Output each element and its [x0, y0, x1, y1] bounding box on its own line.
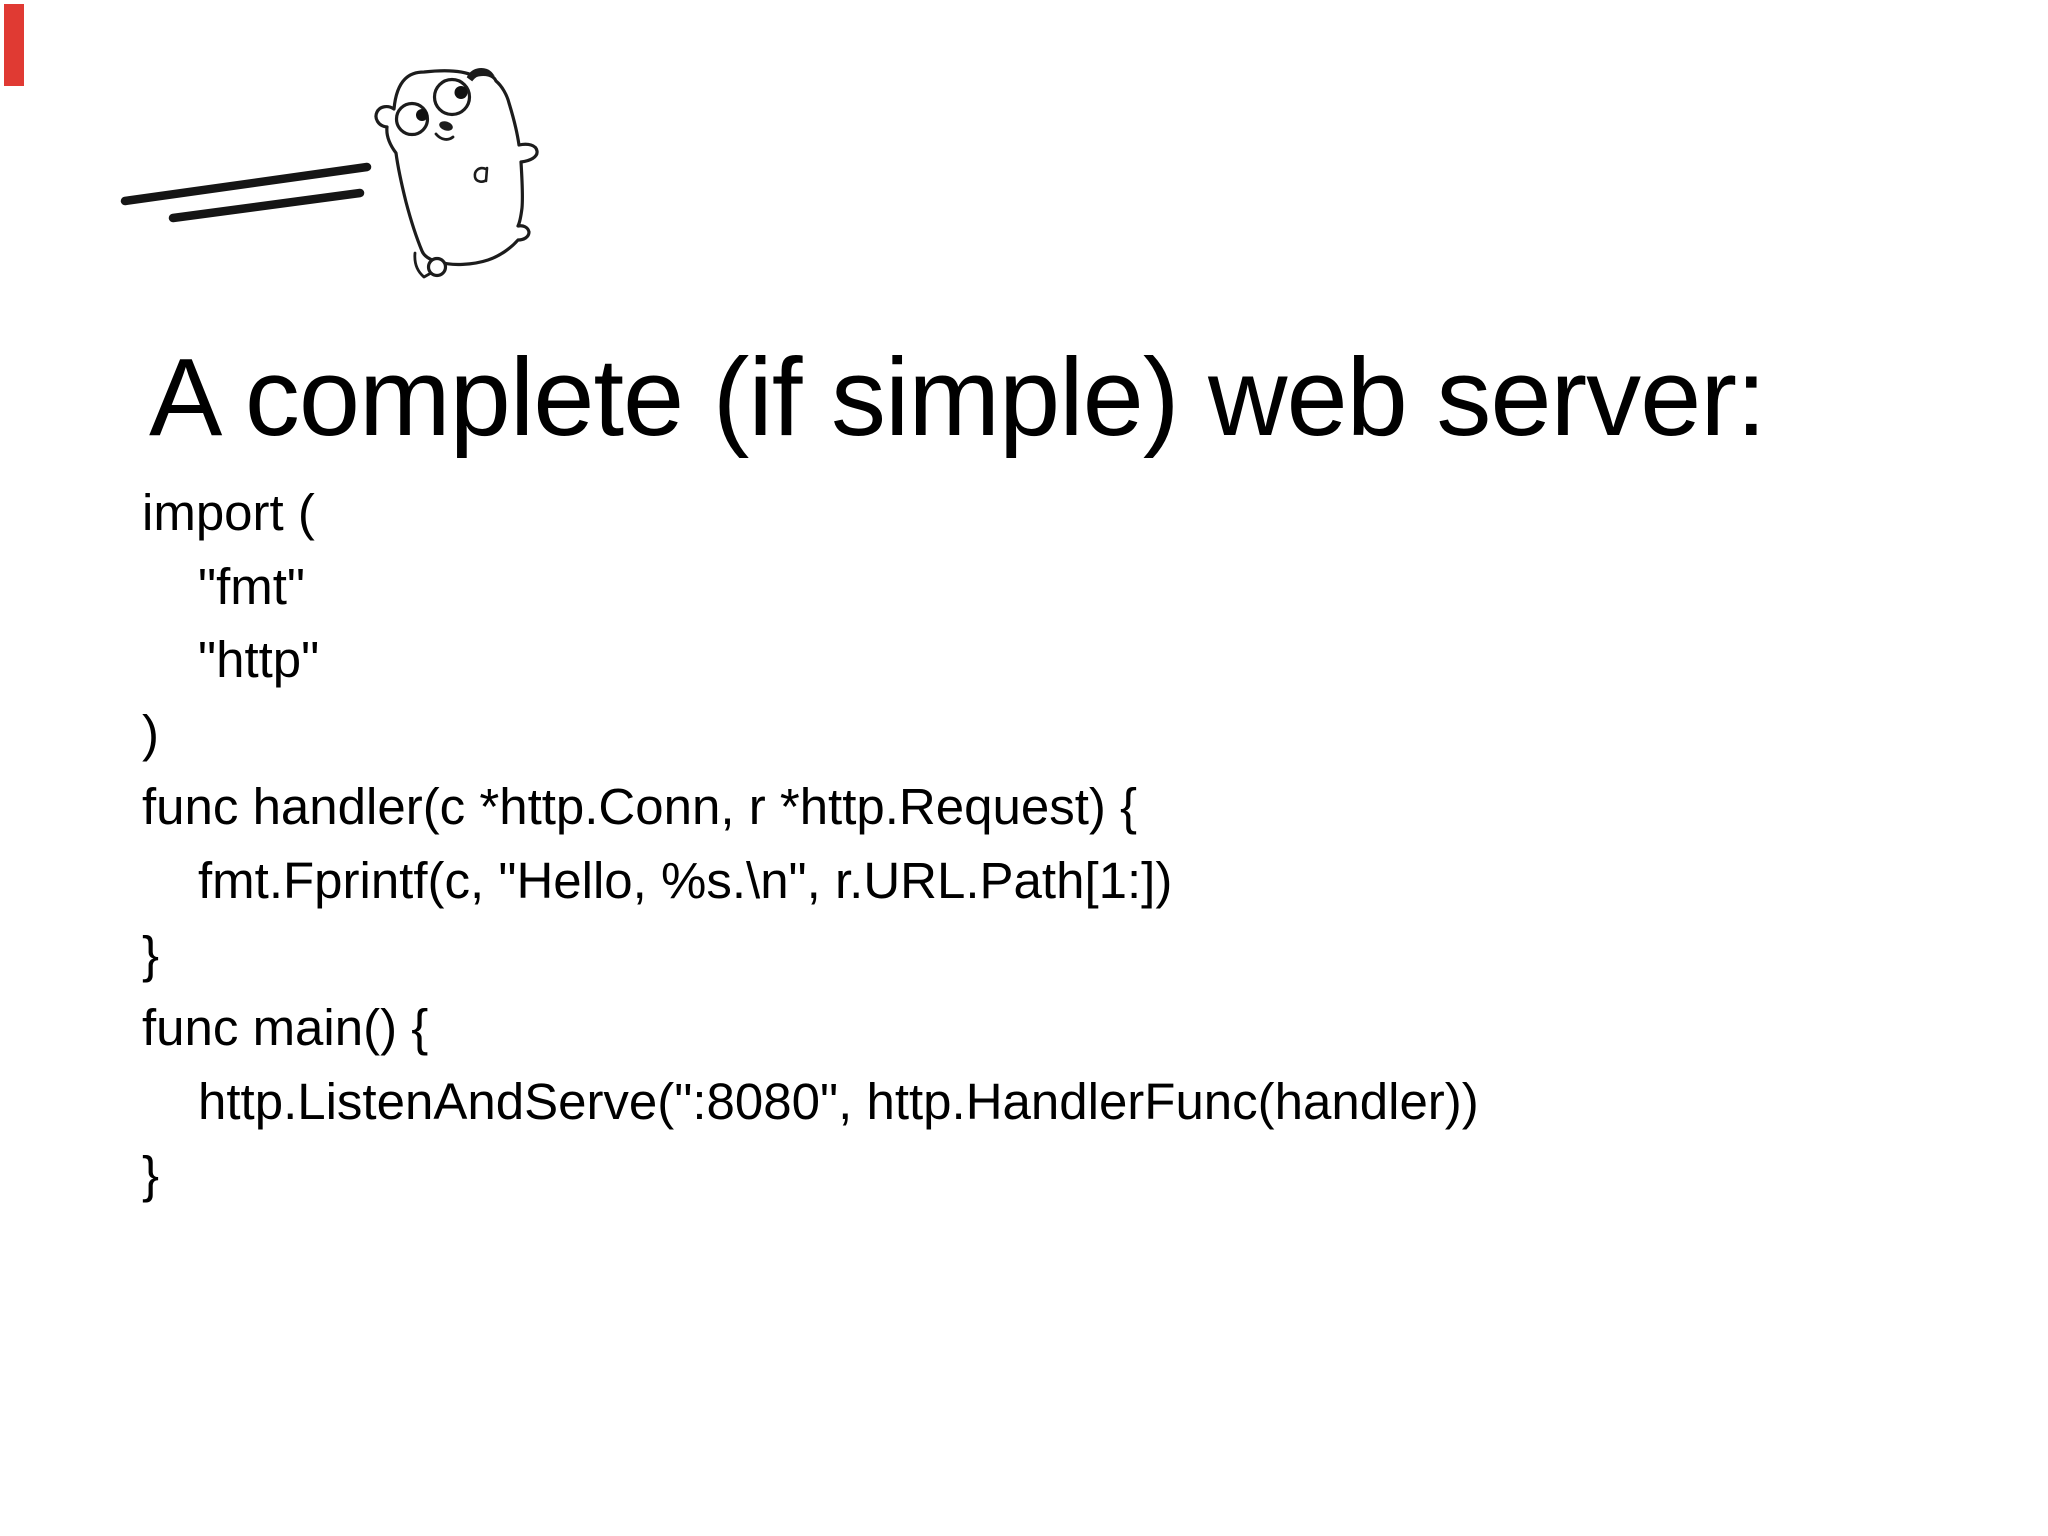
code-line: http.ListenAndServe(":8080", http.Handle… [198, 1072, 1479, 1130]
gopher-snout [434, 121, 455, 141]
gopher-pupils [416, 86, 468, 121]
code-line: fmt.Fprintf(c, "Hello, %s.\n", r.URL.Pat… [198, 851, 1173, 909]
code-line: ) [142, 704, 159, 762]
code-line: "http" [198, 631, 320, 689]
slide-accent-marker [4, 4, 24, 86]
gopher-right-ear [466, 68, 495, 82]
speed-lines-icon [120, 162, 372, 223]
code-line: func main() { [142, 999, 429, 1057]
go-gopher-illustration [120, 68, 539, 279]
code-line: "fmt" [198, 557, 306, 615]
code-block: import ( "fmt" "http" ) func handler(c *… [142, 476, 1479, 1212]
code-line: import ( [142, 484, 315, 541]
gopher-belly-mark [473, 166, 489, 183]
code-line: } [142, 925, 160, 983]
code-line: func handler(c *http.Conn, r *http.Reque… [142, 778, 1138, 836]
slide-title: A complete (if simple) web server: [149, 336, 1767, 459]
code-line: } [142, 1146, 160, 1204]
